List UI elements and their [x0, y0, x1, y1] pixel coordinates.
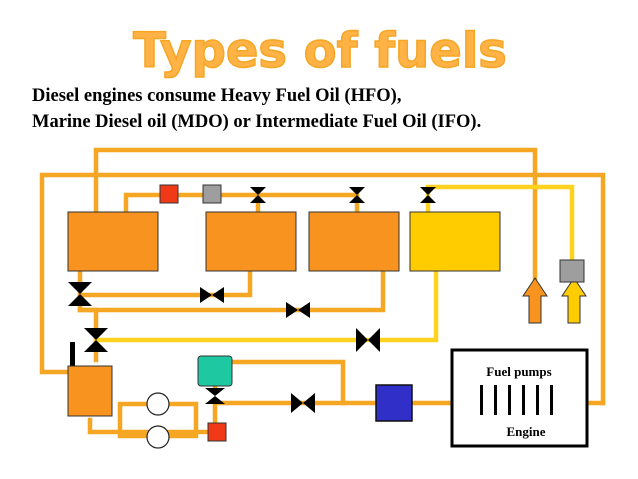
red-filter — [159, 184, 179, 204]
pipe-tank1-feed — [123, 192, 261, 215]
engine-label: Engine — [506, 424, 545, 439]
top-valves — [250, 187, 436, 203]
arrow-up-icon — [561, 277, 587, 324]
pipe-tank2-drain — [77, 269, 253, 298]
title-graphic: Types of fuels — [132, 22, 507, 80]
valve-icon — [250, 187, 266, 195]
valve-icon — [286, 302, 298, 318]
line-valves — [200, 287, 380, 413]
pipe-tank3-drain — [77, 269, 386, 313]
valve-icon — [356, 328, 368, 352]
valve-icon — [420, 195, 436, 203]
valve-icon — [84, 328, 108, 340]
valve-icon — [420, 187, 436, 195]
subtitle-line-2: Marine Diesel oil (MDO) or Intermediate … — [32, 112, 482, 132]
pipe-left-loop — [39, 172, 606, 406]
valve-icon — [349, 187, 365, 195]
blue-heater — [375, 384, 413, 422]
valve-icon — [200, 287, 212, 303]
valve-icon — [291, 393, 303, 413]
pipe-return-top — [93, 147, 538, 281]
subtitle-line-1: Diesel engines consume Heavy Fuel Oil (H… — [32, 86, 402, 106]
engine-box — [450, 348, 589, 448]
pump-upper — [146, 392, 170, 416]
valve-icon — [298, 302, 310, 318]
valve-icon — [68, 282, 92, 294]
mdo-tank — [409, 211, 501, 272]
valve-icon — [205, 388, 225, 396]
pipe-mdo-drain — [93, 269, 439, 343]
valve-icon — [368, 328, 380, 352]
valve-icon — [349, 195, 365, 203]
purifier-handle — [70, 342, 75, 368]
pump-lower — [146, 425, 170, 449]
valve-icon — [250, 195, 266, 203]
hfo-settling-tank — [205, 211, 297, 272]
pump-bar — [480, 385, 483, 415]
pump-bar — [508, 385, 511, 415]
gray-filter-mdo — [559, 259, 585, 283]
valve-icon — [205, 396, 225, 404]
red-strainer — [207, 422, 227, 442]
fuel-pumps-label: Fuel pumps — [486, 364, 551, 379]
pump-bar — [494, 385, 497, 415]
green-separator — [197, 355, 233, 387]
pump-bar — [550, 385, 553, 415]
gray-filter — [202, 184, 222, 204]
valve-icon — [68, 294, 92, 306]
arrow-up-icon — [522, 277, 548, 324]
slide-title: Types of fuels — [133, 23, 507, 79]
hfo-storage-tank — [67, 211, 159, 272]
fuel-pump-bars — [480, 385, 553, 415]
valve-icon — [303, 393, 315, 413]
supply-arrows — [522, 277, 587, 324]
pump-bar — [522, 385, 525, 415]
pipe-separator-line — [212, 359, 346, 406]
pump-bar — [536, 385, 539, 415]
hfo-service-tank — [308, 211, 400, 272]
valve-icon — [212, 287, 224, 303]
valve-icon — [84, 340, 108, 352]
purifier-tank — [67, 365, 113, 417]
pipe-tank3-feed — [255, 192, 360, 215]
vertical-valves — [68, 282, 225, 404]
